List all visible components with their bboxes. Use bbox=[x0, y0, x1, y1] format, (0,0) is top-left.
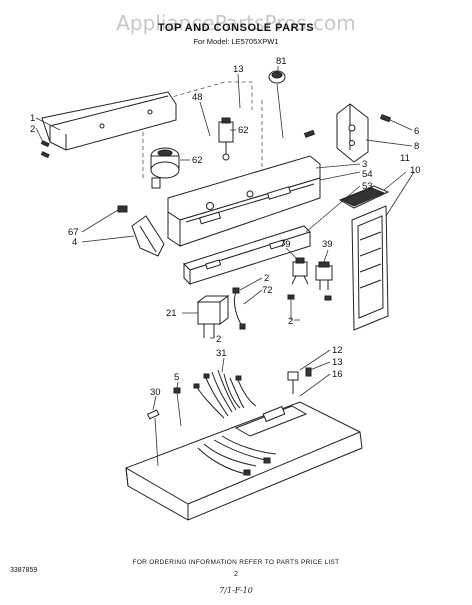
lead-39 bbox=[323, 249, 329, 263]
callout-11: 11 bbox=[400, 153, 410, 164]
lead-16 bbox=[299, 373, 331, 397]
callout-62: 62 bbox=[238, 125, 249, 136]
retainer-lead bbox=[154, 417, 159, 467]
selector-switch bbox=[218, 117, 234, 161]
callout-54: 54 bbox=[362, 169, 373, 180]
callout-2: 2 bbox=[30, 124, 35, 135]
console-panel bbox=[167, 155, 321, 247]
screw-39 bbox=[324, 295, 332, 301]
lead-53 bbox=[305, 185, 361, 233]
lead-79 bbox=[285, 247, 299, 261]
callout-62-left: 62 bbox=[192, 155, 203, 166]
lead-5 bbox=[176, 381, 179, 389]
left-end-cap bbox=[41, 91, 177, 151]
screw-right-left bbox=[303, 129, 316, 138]
callout-6: 6 bbox=[414, 126, 419, 137]
callout-72: 72 bbox=[262, 285, 273, 296]
callout-4: 4 bbox=[72, 237, 77, 248]
lead-3 bbox=[315, 163, 361, 169]
switch-component bbox=[291, 257, 309, 285]
lead-1 bbox=[35, 117, 61, 131]
callout-2-transformer: 2 bbox=[216, 334, 221, 345]
push-to-start-switch bbox=[315, 261, 333, 290]
callout-48: 48 bbox=[192, 92, 203, 103]
top-harness-routing bbox=[197, 435, 277, 476]
callout-13: 13 bbox=[233, 64, 244, 75]
lead-2a bbox=[35, 127, 45, 145]
lead-4 bbox=[81, 235, 135, 243]
lead-30 bbox=[152, 395, 157, 411]
retainer-part bbox=[146, 409, 160, 420]
screw-79 bbox=[287, 294, 295, 300]
diagram-title: TOP AND CONSOLE PARTS bbox=[158, 22, 314, 34]
lead-72 bbox=[243, 289, 263, 305]
wiring-harness bbox=[193, 369, 257, 419]
screws-left bbox=[40, 140, 50, 159]
callout-2-buzzer: 2 bbox=[264, 273, 269, 284]
callout-1: 1 bbox=[30, 113, 35, 124]
lead-67 bbox=[81, 209, 119, 233]
page-number: 2 bbox=[234, 571, 238, 578]
cabinet-top bbox=[125, 401, 363, 521]
callout-3: 3 bbox=[362, 159, 367, 170]
callout-81: 81 bbox=[276, 56, 287, 67]
lead-6 bbox=[389, 119, 413, 131]
ordering-note: FOR ORDERING INFORMATION REFER TO PARTS … bbox=[133, 559, 340, 566]
callout-5: 5 bbox=[174, 372, 179, 383]
screw-right-top bbox=[379, 114, 392, 123]
callout-30: 30 bbox=[150, 387, 161, 398]
lead-13b bbox=[309, 361, 331, 371]
lead-48 bbox=[199, 101, 211, 137]
document-number: 3387859 bbox=[10, 567, 37, 574]
lead-13a bbox=[237, 73, 241, 109]
console-back-panel bbox=[183, 225, 311, 286]
callout-16: 16 bbox=[332, 369, 343, 380]
lead-54 bbox=[319, 171, 361, 181]
lead-12 bbox=[299, 349, 331, 371]
callout-39: 39 bbox=[322, 239, 333, 250]
callout-79: 79 bbox=[280, 239, 291, 250]
callout-8: 8 bbox=[414, 141, 419, 152]
model-line: For Model: LE5705XPW1 bbox=[193, 37, 278, 46]
clip-part bbox=[173, 387, 181, 394]
knob-shaft-line bbox=[276, 83, 284, 139]
callout-21: 21 bbox=[166, 308, 177, 319]
callout-31: 31 bbox=[216, 348, 227, 359]
timer-switch bbox=[150, 147, 180, 189]
callout-67: 67 bbox=[68, 227, 79, 238]
lead-11 bbox=[383, 171, 407, 191]
callout-13-lower: 13 bbox=[332, 357, 343, 368]
watermark: AppliancePartsPros.com bbox=[116, 11, 356, 35]
clip-lead bbox=[176, 392, 182, 427]
callout-2-switch: 2 bbox=[288, 316, 293, 327]
lead-2b bbox=[239, 277, 263, 291]
right-end-cap bbox=[336, 103, 369, 163]
callout-53: 53 bbox=[362, 181, 373, 192]
lead-8 bbox=[365, 139, 413, 147]
left-console-end bbox=[117, 205, 165, 257]
door-switch bbox=[287, 367, 312, 394]
lead-10 bbox=[385, 171, 415, 217]
handwritten-mark: 7/1-F-10 bbox=[219, 586, 253, 595]
knob-part bbox=[268, 70, 286, 84]
lead-31 bbox=[221, 357, 225, 373]
transformer bbox=[196, 295, 230, 338]
callout-12: 12 bbox=[332, 345, 343, 356]
end-trim bbox=[338, 185, 390, 209]
buzzer-lead bbox=[232, 287, 246, 330]
callout-10: 10 bbox=[410, 165, 421, 176]
lint-screen-cover bbox=[351, 205, 389, 331]
